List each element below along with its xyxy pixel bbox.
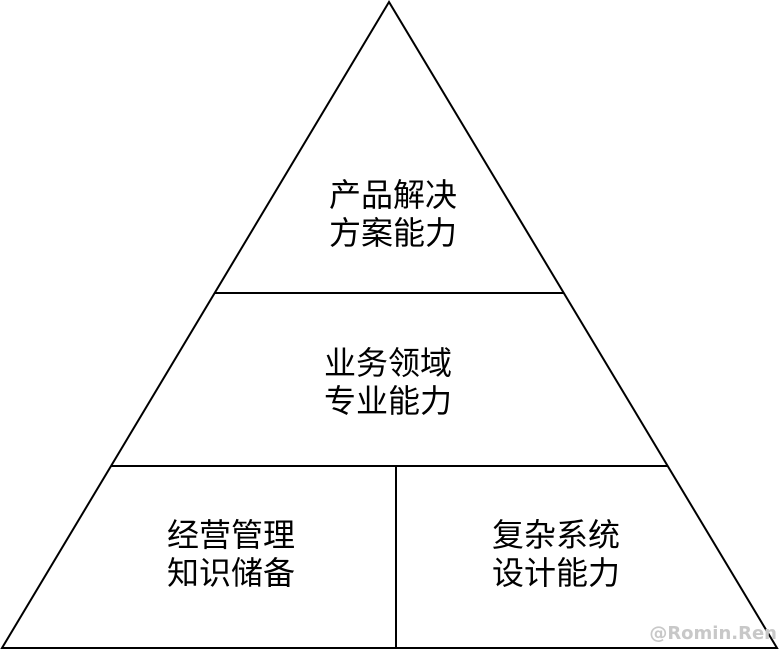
tier-bottom-right-line1: 复杂系统 xyxy=(491,516,620,554)
tier-bottom-left-line2: 知识储备 xyxy=(166,554,295,592)
tier-bottom-left-line1: 经营管理 xyxy=(166,516,295,554)
tier-bottom-left-label: 经营管理 知识储备 xyxy=(131,516,331,592)
tier-top-label: 产品解决 方案能力 xyxy=(293,176,493,252)
watermark: @Romin.Ren xyxy=(649,623,777,644)
tier-bottom-right-label: 复杂系统 设计能力 xyxy=(456,516,656,592)
tier-middle-label: 业务领域 专业能力 xyxy=(288,344,488,420)
tier-top-line2: 方案能力 xyxy=(328,214,457,252)
tier-middle-line1: 业务领域 xyxy=(323,344,452,382)
tier-bottom-right-line2: 设计能力 xyxy=(491,554,620,592)
tier-middle-line2: 专业能力 xyxy=(323,382,452,420)
tier-top-line1: 产品解决 xyxy=(328,176,457,214)
